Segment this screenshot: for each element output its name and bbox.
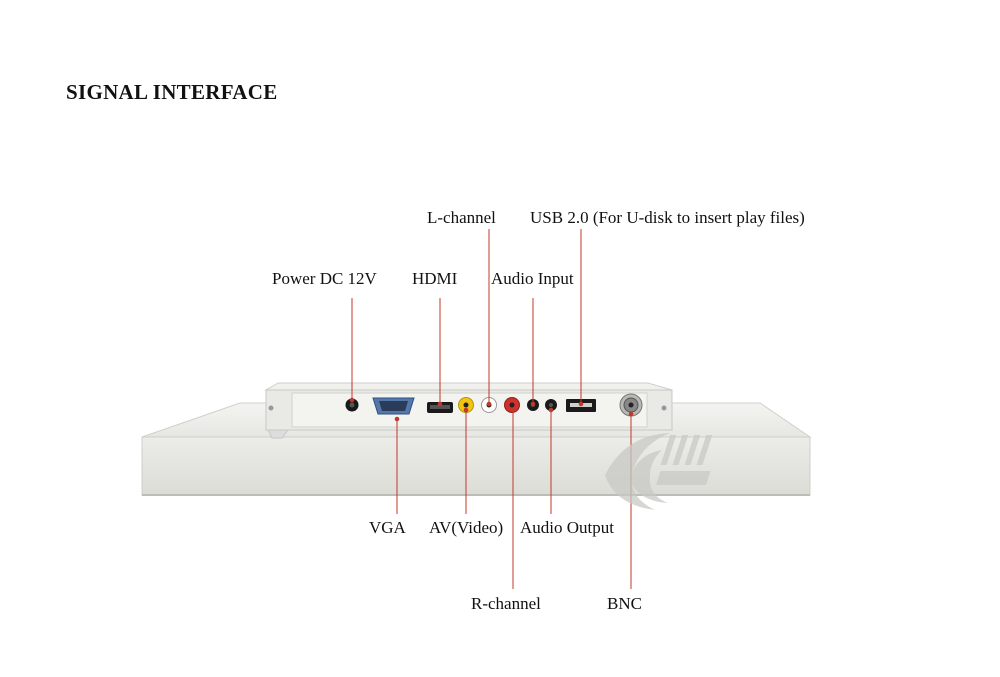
port-audio-output — [545, 399, 557, 411]
port-bnc — [619, 393, 643, 417]
port-vga — [372, 397, 415, 415]
label-r-channel: R-channel — [471, 594, 541, 613]
label-hdmi: HDMI — [412, 269, 458, 288]
label-vga: VGA — [369, 518, 406, 537]
label-audio-input: Audio Input — [491, 269, 574, 288]
ic-link-logo-icon — [605, 433, 713, 510]
label-usb: USB 2.0 (For U-disk to insert play files… — [530, 208, 805, 227]
port-power-dc — [345, 398, 359, 412]
label-power-dc: Power DC 12V — [272, 269, 377, 288]
label-bnc: BNC — [607, 594, 642, 613]
port-hdmi — [427, 402, 453, 413]
label-l-channel: L-channel — [427, 208, 496, 227]
port-r-channel — [504, 397, 520, 413]
label-audio-output: Audio Output — [520, 518, 614, 537]
label-av-video: AV(Video) — [429, 518, 504, 537]
page-title: SIGNAL INTERFACE — [66, 80, 278, 104]
